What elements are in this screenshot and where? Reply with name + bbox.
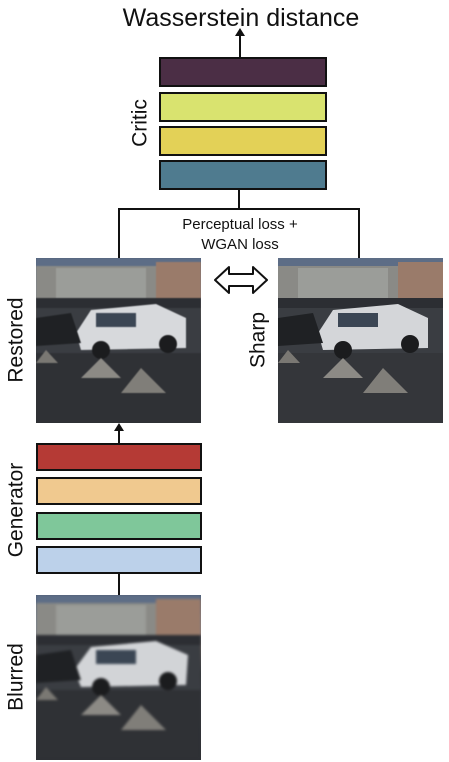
comparison-double-arrow xyxy=(214,266,268,294)
generator-layer-4 xyxy=(36,546,202,574)
title: Wasserstein distance xyxy=(122,4,360,32)
critic-stem xyxy=(238,190,240,210)
blurred-image xyxy=(36,595,201,760)
generator-output-arrow xyxy=(114,423,124,443)
critic-layer-2 xyxy=(159,92,327,122)
critic-layer-1 xyxy=(159,57,327,87)
critic-layer-4 xyxy=(159,160,327,190)
generator-layer-1 xyxy=(36,443,202,471)
blurred-label: Blurred xyxy=(4,643,28,711)
critic-hbar xyxy=(118,208,360,210)
sharp-image xyxy=(278,258,443,423)
output-arrow xyxy=(235,28,245,58)
restored-image xyxy=(36,258,201,423)
sharp-label: Sharp xyxy=(246,311,270,369)
loss-label-line2: WGAN loss xyxy=(201,236,279,253)
sharp-stem xyxy=(358,208,360,258)
restored-label: Restored xyxy=(4,297,28,383)
generator-layer-2 xyxy=(36,477,202,505)
generator-layer-3 xyxy=(36,512,202,540)
generator-label: Generator xyxy=(4,462,28,558)
critic-label: Critic xyxy=(128,99,152,147)
generator-input-arrow xyxy=(118,574,120,596)
loss-label-line1: Perceptual loss + xyxy=(182,216,298,233)
critic-layer-3 xyxy=(159,126,327,156)
restored-stem xyxy=(118,208,120,258)
